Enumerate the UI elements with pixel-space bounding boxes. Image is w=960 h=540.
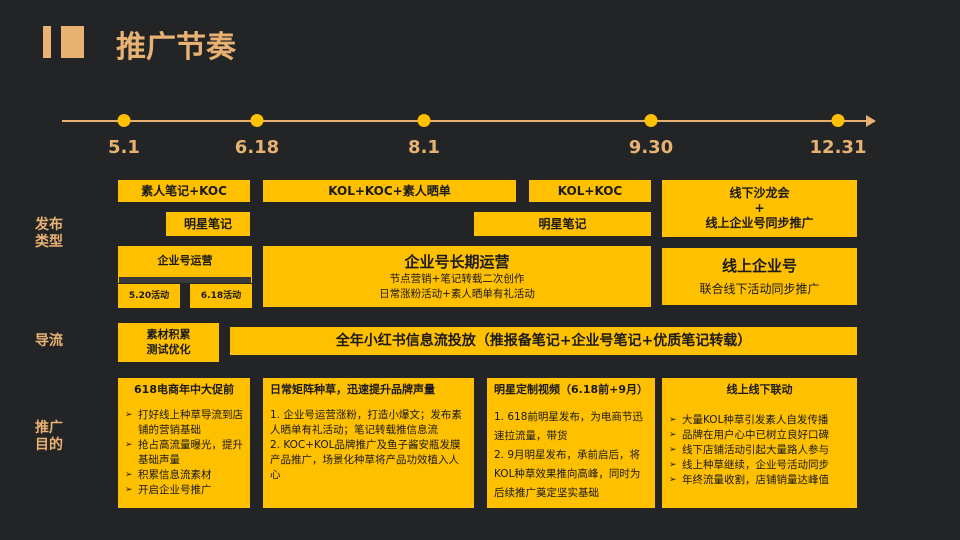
publish-box-kol-koc: KOL+KOC xyxy=(529,180,651,202)
purpose-card-title: 日常矩阵种草，迅速提升品牌声量 xyxy=(270,383,435,396)
timeline-dot xyxy=(250,114,264,127)
publish-box-salon: 线下沙龙会 + 线上企业号同步推广 xyxy=(662,180,857,237)
bullet-item: 开启企业号推广 xyxy=(125,483,243,498)
feed-ads-box: 全年小红书信息流投放（推报备笔记+企业号笔记+优质笔记转载） xyxy=(230,327,857,355)
online-sub: 联合线下活动同步推广 xyxy=(699,281,820,296)
activity-618-box: 6.18活动 xyxy=(190,284,252,308)
logo-bar-wide xyxy=(61,26,84,58)
paragraph: 2. 9月明星发布，承前启后，将KOL种草效果推向高峰，同时为后续推广奠定坚实基… xyxy=(494,449,641,499)
salon-line1: 线下沙龙会 xyxy=(729,186,790,200)
date-label: 8.1 xyxy=(408,137,440,158)
material-box: 素材积累 测试优化 xyxy=(118,323,219,362)
publish-box-star-1: 明星笔记 xyxy=(166,212,250,236)
page-title: 推广节奏 xyxy=(116,30,236,65)
bullet-item: 品牌在用户心中已树立良好口碑 xyxy=(669,428,850,443)
divider xyxy=(118,277,252,283)
timeline-dot xyxy=(831,114,845,127)
material-line2: 测试优化 xyxy=(146,342,191,356)
date-label: 5.1 xyxy=(108,137,140,158)
long-ops-line2: 日常涨粉活动+素人晒单有礼活动 xyxy=(379,287,535,300)
bullet-item: 打好线上种草导流到店铺的营销基础 xyxy=(125,408,243,438)
row-label-traffic: 导流 xyxy=(35,333,63,349)
paragraph: 2. KOC+KOL品牌推广及鱼子酱安瓶发膜产品推广，场景化种草将产品功效植入人… xyxy=(270,439,461,481)
activity-520-box: 5.20活动 xyxy=(118,284,180,308)
long-ops-line1: 节点营销+笔记转载二次创作 xyxy=(389,273,525,286)
date-label: 6.18 xyxy=(234,137,280,158)
purpose-card-title: 线上线下联动 xyxy=(726,383,793,396)
online-title: 线上企业号 xyxy=(721,257,797,276)
row-label-purpose: 推广 目的 xyxy=(35,420,63,453)
purpose-card-4: 线上线下联动 大量KOL种草引发素人自发传播 品牌在用户心中已树立良好口碑 线下… xyxy=(662,378,857,508)
paragraph: 1. 618前明星发布，为电商节迅速拉流量，带货 xyxy=(494,411,643,442)
bullet-item: 积累信息流素材 xyxy=(125,468,243,483)
salon-line2: + xyxy=(754,201,765,215)
bullet-item: 线上种草继续，企业号活动同步 xyxy=(669,458,850,473)
bullet-item: 线下店铺活动引起大量路人参与 xyxy=(669,443,850,458)
purpose-card-3: 明星定制视频（6.18前+9月） 1. 618前明星发布，为电商节迅速拉流量，带… xyxy=(487,378,655,508)
salon-line3: 线上企业号同步推广 xyxy=(705,216,814,230)
date-label: 12.31 xyxy=(809,137,867,158)
online-enterprise-box: 线上企业号 联合线下活动同步推广 xyxy=(662,248,857,305)
enterprise-ops-box: 企业号运营 xyxy=(118,246,252,277)
enterprise-long-ops-box: 企业号长期运营 节点营销+笔记转载二次创作 日常涨粉活动+素人晒单有礼活动 xyxy=(263,246,651,307)
purpose-card-title: 明星定制视频（6.18前+9月） xyxy=(494,383,649,396)
timeline-dot xyxy=(117,114,131,127)
bullet-item: 抢占高流量曝光，提升基础声量 xyxy=(125,438,243,468)
bullet-item: 年终流量收割，店铺销量达峰值 xyxy=(669,473,850,488)
row-label-publish: 发布 类型 xyxy=(35,217,63,250)
bullet-item: 大量KOL种草引发素人自发传播 xyxy=(669,413,850,428)
logo-bar-thin xyxy=(43,26,51,58)
material-line1: 素材积累 xyxy=(146,327,191,341)
publish-box-kol-koc-su: KOL+KOC+素人晒单 xyxy=(263,180,516,202)
timeline-dot xyxy=(644,114,658,127)
long-ops-title: 企业号长期运营 xyxy=(404,253,510,272)
paragraph: 1. 企业号运营涨粉，打造小爆文；发布素人晒单有礼活动；笔记转载推信息流 xyxy=(270,409,462,436)
purpose-card-2: 日常矩阵种草，迅速提升品牌声量 1. 企业号运营涨粉，打造小爆文；发布素人晒单有… xyxy=(263,378,474,508)
timeline-arrow-icon xyxy=(866,115,876,127)
publish-box-koc: 素人笔记+KOC xyxy=(118,180,250,202)
timeline-dot xyxy=(417,114,431,127)
purpose-card-1: 618电商年中大促前 打好线上种草导流到店铺的营销基础 抢占高流量曝光，提升基础… xyxy=(118,378,250,508)
publish-box-star-2: 明星笔记 xyxy=(474,212,651,236)
timeline-line xyxy=(62,120,872,122)
date-label: 9.30 xyxy=(628,137,674,158)
purpose-card-title: 618电商年中大促前 xyxy=(134,383,234,396)
